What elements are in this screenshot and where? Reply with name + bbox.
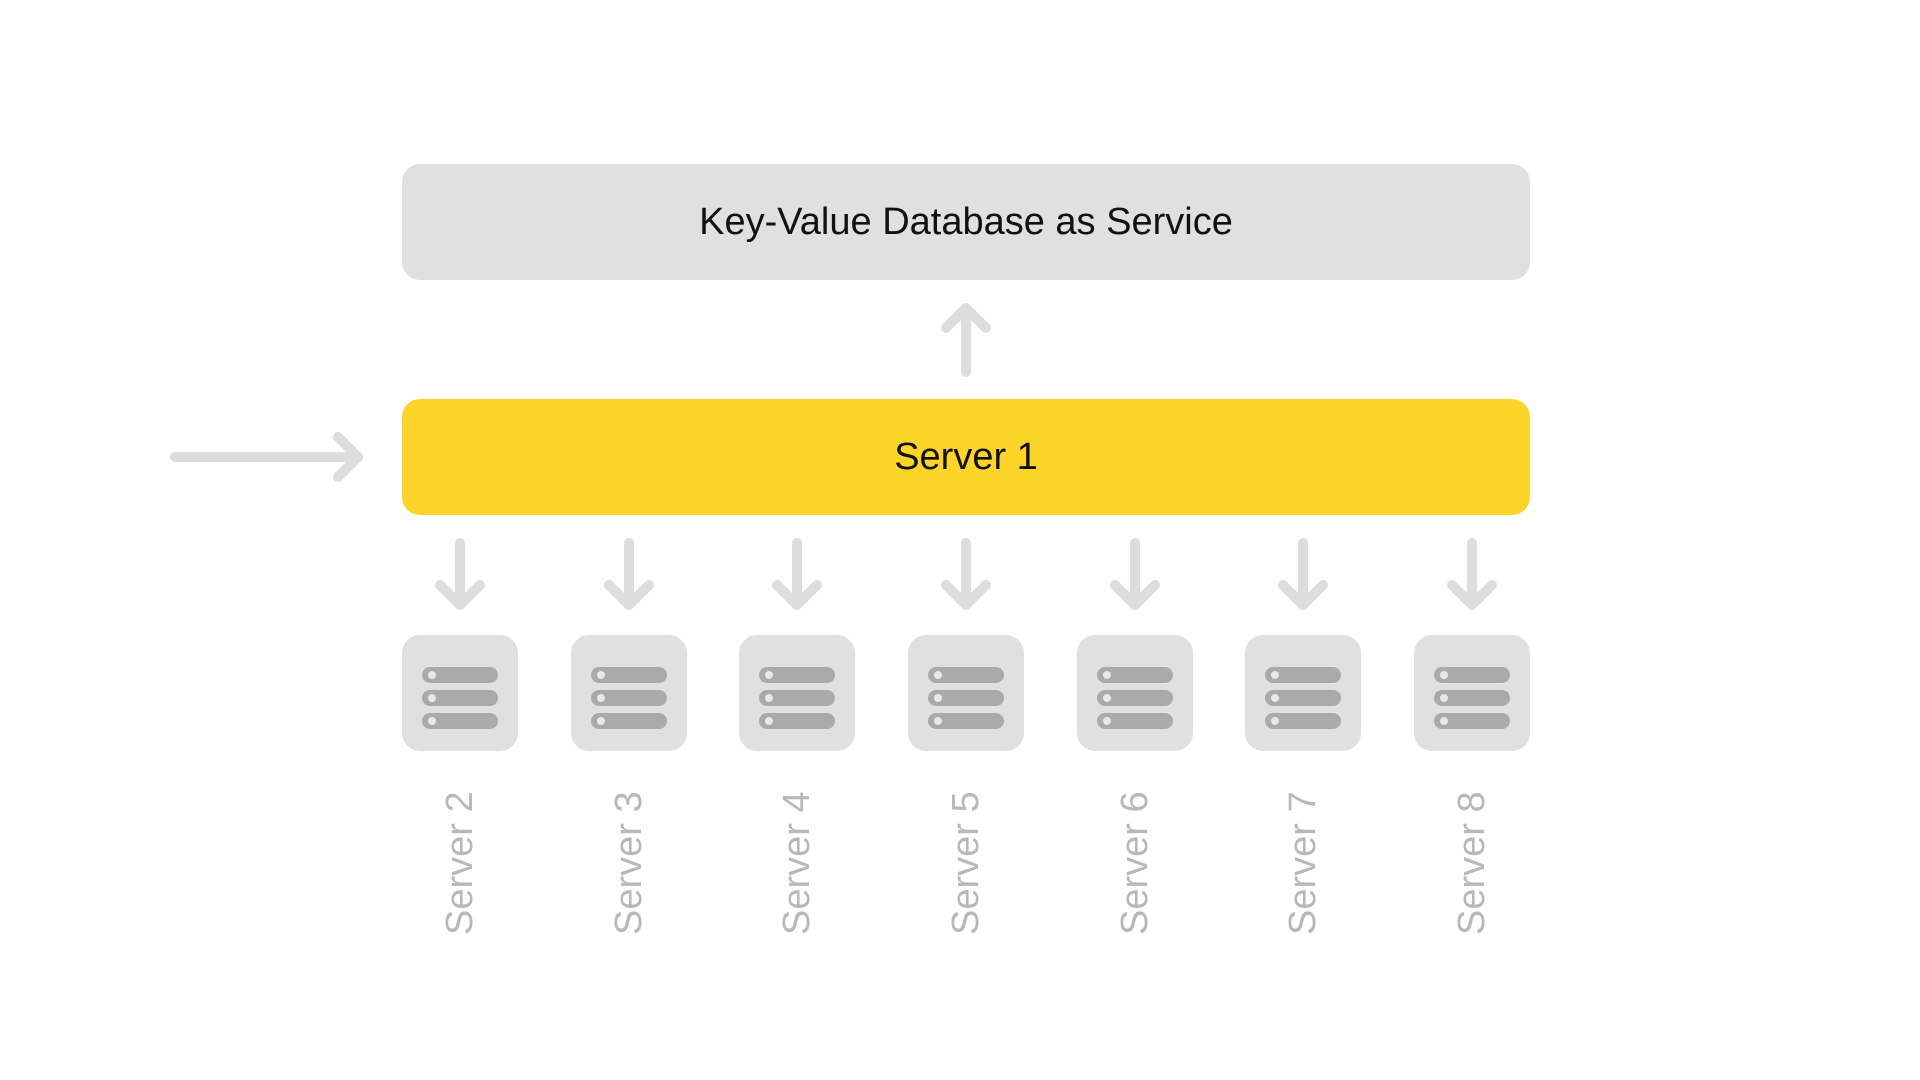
server-status-dot: [428, 671, 436, 679]
server-status-dot: [765, 694, 773, 702]
down-arrow-icon: [1110, 538, 1160, 610]
server-label: Server 5: [945, 791, 987, 935]
server-status-dot: [1271, 717, 1279, 725]
server-status-dot: [1440, 717, 1448, 725]
server-status-dot: [597, 671, 605, 679]
incoming-arrow-icon: [170, 432, 363, 482]
server-stack-icon: [1414, 635, 1530, 751]
server-rack-bar: [1265, 690, 1341, 706]
server-rack-bar: [928, 667, 1004, 683]
server-rack-bar: [928, 690, 1004, 706]
server-rack-bar: [1265, 713, 1341, 729]
server-status-dot: [597, 717, 605, 725]
primary-server-box: Server 1: [402, 399, 1530, 515]
server-rack-bar: [422, 667, 498, 683]
server-rack-bar: [1265, 667, 1341, 683]
server-rack-bar: [1097, 690, 1173, 706]
server-stack-icon: [571, 635, 687, 751]
server-status-dot: [1440, 671, 1448, 679]
server-label: Server 2: [439, 791, 481, 935]
server-rack-bar: [1434, 713, 1510, 729]
database-service-label: Key-Value Database as Service: [699, 200, 1233, 243]
down-arrow-icon: [604, 538, 654, 610]
server-rack-bar: [759, 690, 835, 706]
server-rack-bar: [928, 713, 1004, 729]
server-status-dot: [1271, 671, 1279, 679]
server-stack-icon: [739, 635, 855, 751]
server-rack-bar: [759, 713, 835, 729]
down-arrow-icon: [772, 538, 822, 610]
down-arrows-group: [435, 538, 1497, 610]
server-status-dot: [765, 671, 773, 679]
server-stack-icon: [402, 635, 518, 751]
server-stack-icon: [1245, 635, 1361, 751]
server-status-dot: [1271, 694, 1279, 702]
server-status-dot: [1103, 717, 1111, 725]
server-rack-bar: [591, 667, 667, 683]
primary-server-label: Server 1: [894, 435, 1038, 478]
server-stack-icon: [908, 635, 1024, 751]
server-label: Server 6: [1114, 791, 1156, 935]
database-service-box: Key-Value Database as Service: [402, 164, 1530, 280]
server-rack-bar: [591, 690, 667, 706]
server-rack-bar: [422, 713, 498, 729]
server-rack-bar: [422, 690, 498, 706]
server-label: Server 4: [776, 791, 818, 935]
server-rack-bar: [1097, 667, 1173, 683]
down-arrow-icon: [941, 538, 991, 610]
server-status-dot: [428, 717, 436, 725]
server-status-dot: [428, 694, 436, 702]
server-rack-bar: [1434, 667, 1510, 683]
server-status-dot: [1440, 694, 1448, 702]
server-rack-bar: [759, 667, 835, 683]
server-status-dot: [934, 694, 942, 702]
server-rack-bar: [1097, 713, 1173, 729]
server-status-dot: [934, 671, 942, 679]
down-arrow-icon: [435, 538, 485, 610]
server-status-dot: [765, 717, 773, 725]
server-status-dot: [934, 717, 942, 725]
server-label: Server 8: [1451, 791, 1493, 935]
down-arrow-icon: [1447, 538, 1497, 610]
up-arrow-icon: [941, 303, 991, 377]
server-stack-icon: [1077, 635, 1193, 751]
server-label: Server 3: [608, 791, 650, 935]
server-rack-bar: [1434, 690, 1510, 706]
down-arrow-icon: [1278, 538, 1328, 610]
server-label: Server 7: [1282, 791, 1324, 935]
server-status-dot: [1103, 671, 1111, 679]
server-status-dot: [597, 694, 605, 702]
server-rack-bar: [591, 713, 667, 729]
server-status-dot: [1103, 694, 1111, 702]
